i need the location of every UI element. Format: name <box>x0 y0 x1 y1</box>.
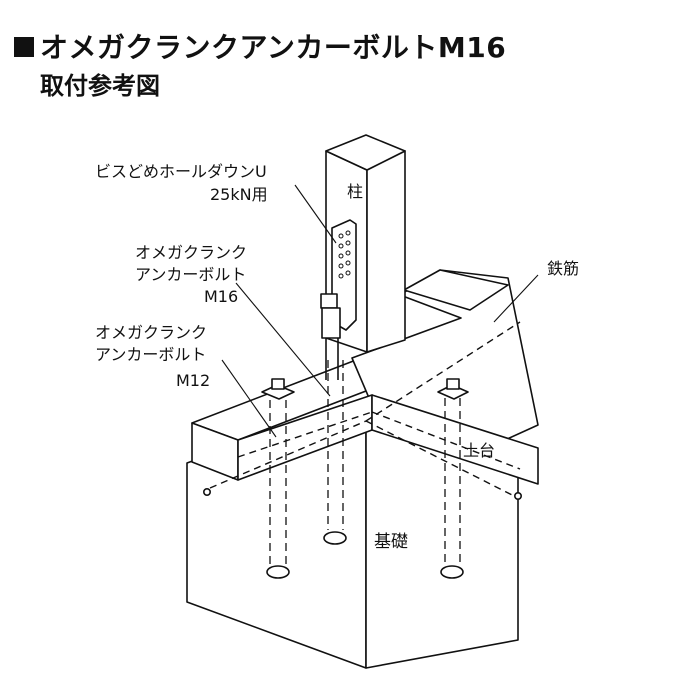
rebar-end-right <box>513 491 522 500</box>
rebar-lines <box>209 321 521 497</box>
nut-right <box>446 378 460 390</box>
pillar-front-right <box>366 150 406 353</box>
holddown-nut <box>320 293 338 309</box>
label-sill: 土台 <box>463 441 495 460</box>
title-text: オメガクランクアンカーボルトM16 <box>40 31 507 64</box>
label-bolt-m12-line2: アンカーボルト <box>95 345 206 364</box>
page-subtitle: 取付参考図 <box>40 72 160 100</box>
label-bolt-m12-line1: オメガクランク <box>95 323 207 342</box>
pillar-top <box>325 134 406 171</box>
label-rebar: 鉄筋 <box>547 259 579 278</box>
bullet-square-icon <box>14 37 34 57</box>
rebar-end-left <box>203 487 212 496</box>
sill-top-back <box>403 269 509 311</box>
label-pillar: 柱 <box>347 182 363 201</box>
leader-lines <box>221 184 539 438</box>
label-holdown-line2: 25kN用 <box>210 185 268 204</box>
label-foundation: 基礎 <box>374 532 408 552</box>
anchor-hook-left <box>266 565 290 579</box>
page-title: オメガクランクアンカーボルトM16 <box>14 26 506 66</box>
label-holdown-line1: ビスどめホールダウンU <box>95 162 267 181</box>
sill-front-right <box>371 394 539 485</box>
holddown-screw-holes <box>338 230 351 279</box>
label-bolt-m16-line3: M16 <box>204 287 238 306</box>
holddown-nut-body <box>321 307 341 339</box>
anchor-hook-center <box>323 531 347 545</box>
nut-left <box>271 378 285 390</box>
label-bolt-m12-line3: M12 <box>176 371 210 390</box>
label-bolt-m16-line2: アンカーボルト <box>135 265 246 284</box>
anchor-hook-right <box>440 565 464 579</box>
label-bolt-m16-line1: オメガクランク <box>135 243 247 262</box>
